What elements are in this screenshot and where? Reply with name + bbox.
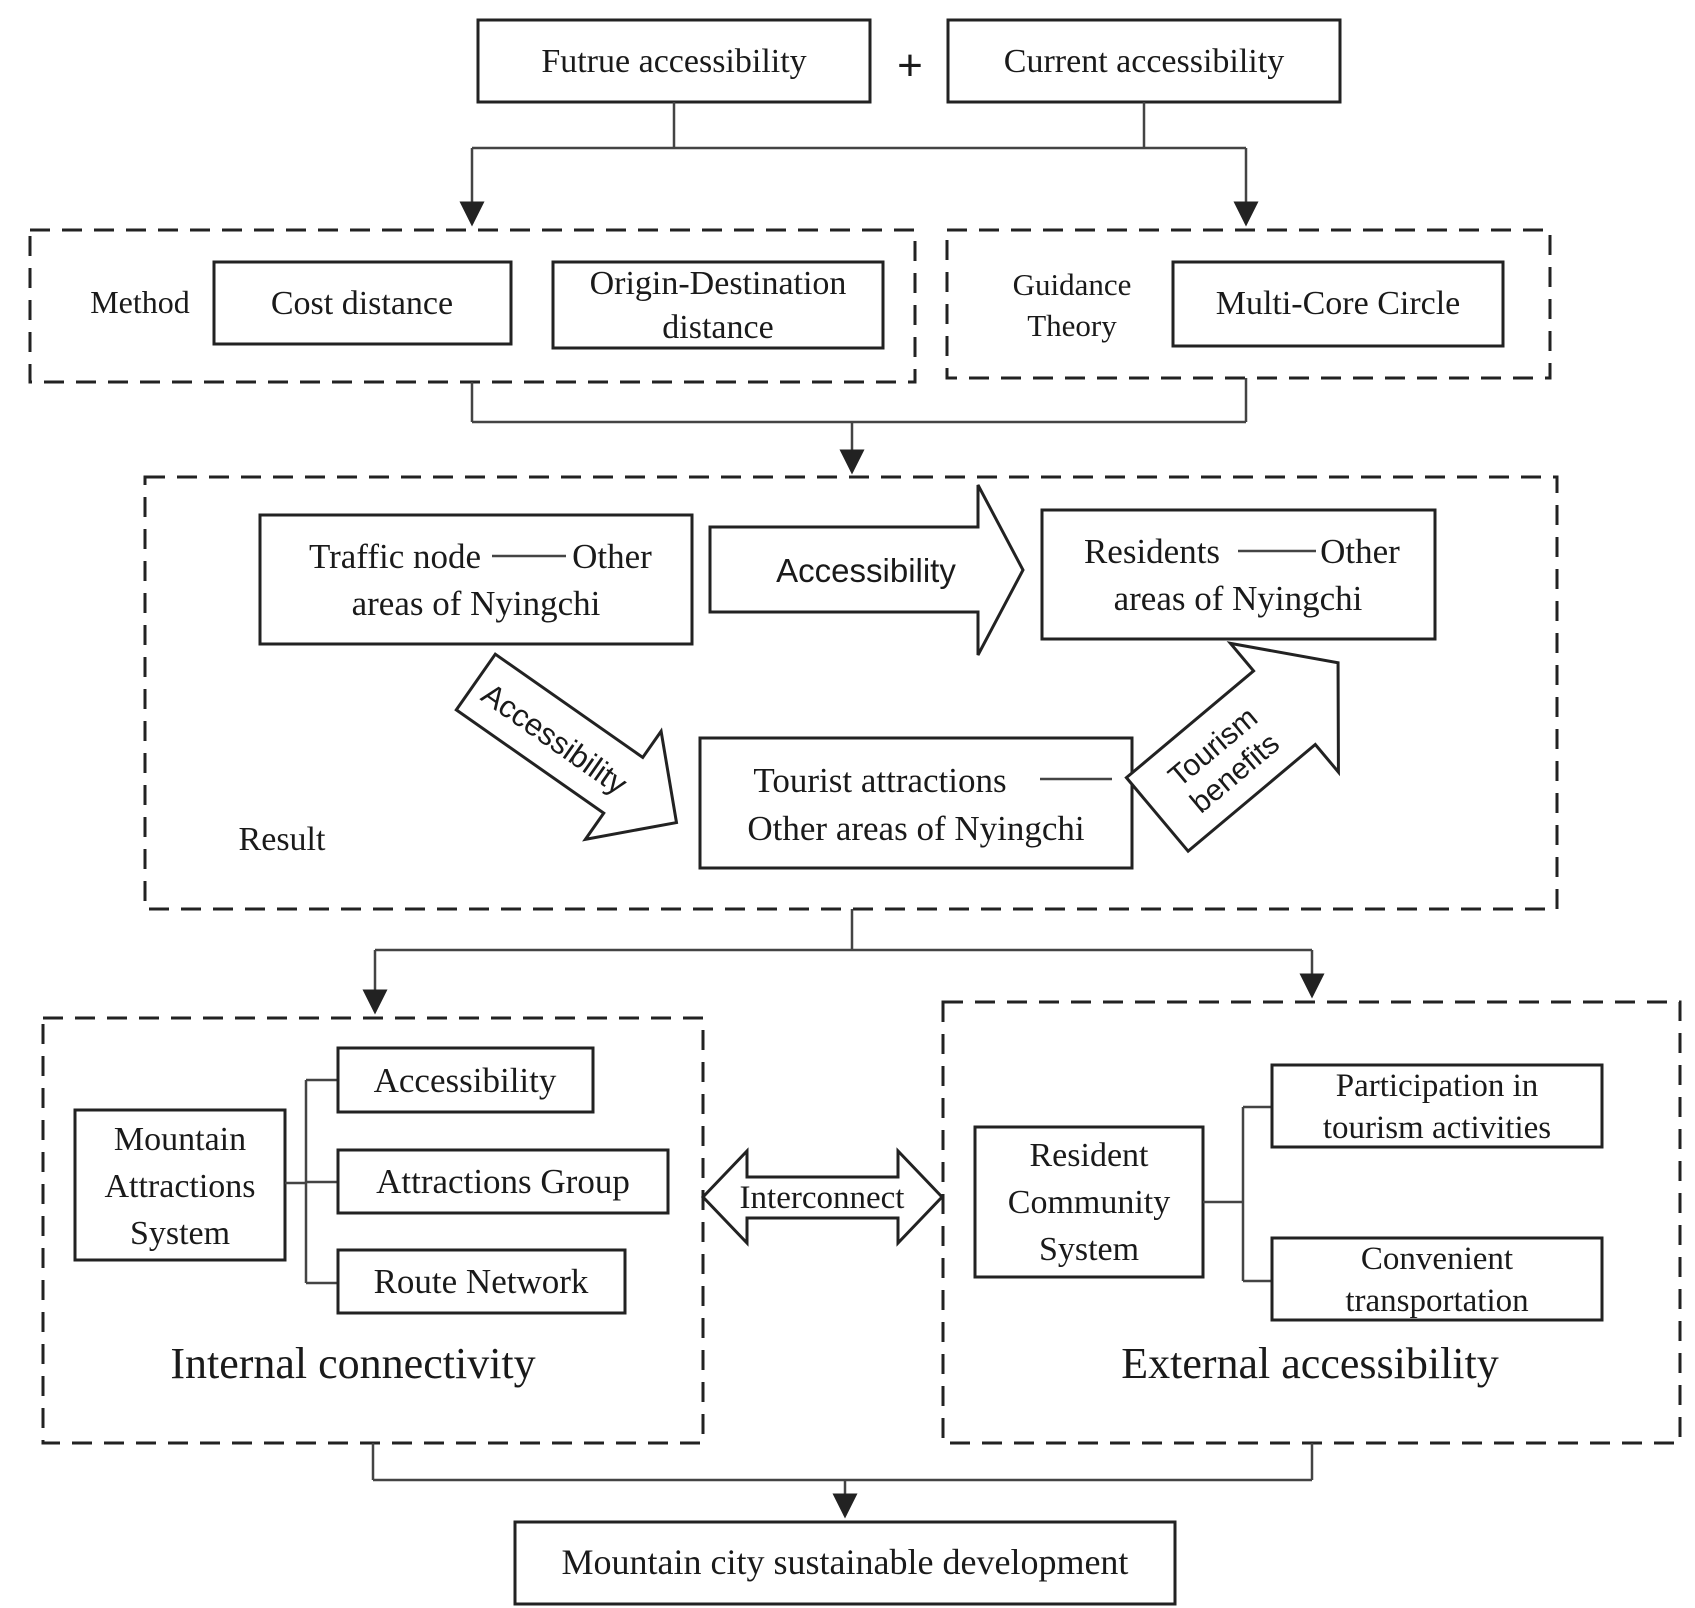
participation-line1: Participation in	[1336, 1068, 1539, 1104]
residents-areas-label: areas of Nyingchi	[1114, 579, 1363, 618]
tourist-attractions-label: Tourist attractions	[753, 761, 1006, 800]
convenient-transportation-line2: transportation	[1345, 1283, 1528, 1319]
residents-label: Residents	[1084, 532, 1220, 571]
internal-accessibility-box	[336, 1046, 595, 1114]
method-label: Method	[90, 284, 190, 320]
origin-destination-box	[551, 260, 885, 350]
mountain-attractions-line3: System	[130, 1215, 230, 1252]
route-network-label: Route Network	[374, 1262, 589, 1301]
resident-community-system-box	[973, 1125, 1205, 1279]
origin-destination-line2: distance	[662, 309, 773, 346]
resident-community-line3: System	[1039, 1231, 1139, 1268]
top-connectors	[459, 102, 1259, 227]
multi-core-circle-box	[1171, 260, 1505, 348]
accessibility-arrow-horizontal: Accessibility	[708, 484, 1025, 656]
traffic-node-areas-label: areas of Nyingchi	[352, 584, 601, 623]
origin-destination-line1: Origin-Destination	[590, 265, 847, 302]
attractions-group-box	[336, 1148, 670, 1215]
residents-other-label: Other	[1320, 532, 1400, 571]
convenient-transportation-box	[1270, 1236, 1604, 1322]
internal-tree-connectors	[285, 1078, 338, 1285]
accessibility-arrow-diagonal: Accessibility	[454, 652, 679, 842]
participation-line2: tourism activities	[1323, 1110, 1551, 1146]
accessibility-arrow-label-1: Accessibility	[776, 552, 956, 589]
sustainable-development-box	[513, 1520, 1177, 1606]
result-label: Result	[239, 821, 326, 858]
internal-accessibility-label: Accessibility	[374, 1061, 557, 1100]
traffic-node-other-label: Other	[572, 537, 652, 576]
mountain-attractions-line1: Mountain	[114, 1121, 246, 1158]
cost-distance-label: Cost distance	[271, 285, 453, 322]
guidance-label-line2: Theory	[1027, 308, 1117, 343]
resident-community-line2: Community	[1008, 1184, 1170, 1221]
interconnect-label: Interconnect	[740, 1180, 905, 1216]
plus-sign: +	[897, 41, 923, 90]
cost-distance-box	[212, 260, 513, 346]
guidance-group	[945, 228, 1552, 380]
guidance-label-line1: Guidance	[1013, 267, 1132, 302]
current-accessibility-box	[946, 18, 1342, 104]
future-accessibility-box	[476, 18, 872, 104]
participation-box	[1270, 1063, 1604, 1149]
tourism-benefits-shape	[1124, 641, 1340, 854]
external-tree-connectors	[1203, 1105, 1272, 1283]
residents-box	[1040, 508, 1437, 641]
traffic-node-box	[258, 513, 694, 646]
convenient-transportation-line1: Convenient	[1361, 1241, 1513, 1277]
route-network-box	[336, 1248, 627, 1315]
external-accessibility-title: External accessibility	[1121, 1339, 1499, 1388]
method-to-result-connectors	[470, 378, 1248, 475]
multi-core-circle-label: Multi-Core Circle	[1216, 285, 1461, 322]
accessibility-diagonal-shape	[454, 652, 679, 842]
accessibility-arrow-shape	[708, 484, 1025, 656]
mountain-attractions-line2: Attractions	[104, 1168, 255, 1205]
result-to-systems-connectors	[362, 909, 1325, 1015]
internal-connectivity-title: Internal connectivity	[170, 1339, 535, 1388]
resident-community-line1: Resident	[1030, 1137, 1150, 1174]
interconnect-arrow: Interconnect	[700, 1147, 945, 1247]
mountain-attractions-system-box	[73, 1108, 287, 1262]
tourist-attractions-box	[698, 736, 1134, 870]
result-group	[143, 475, 1559, 911]
tourist-attractions-areas-label: Other areas of Nyingchi	[747, 809, 1085, 848]
future-accessibility-label: Futrue accessibility	[541, 43, 806, 80]
attractions-group-label: Attractions Group	[376, 1162, 630, 1201]
systems-to-bottom-connectors	[371, 1443, 1314, 1519]
traffic-node-label: Traffic node	[309, 537, 481, 576]
current-accessibility-label: Current accessibility	[1004, 43, 1284, 80]
sustainable-development-label: Mountain city sustainable development	[562, 1542, 1129, 1582]
